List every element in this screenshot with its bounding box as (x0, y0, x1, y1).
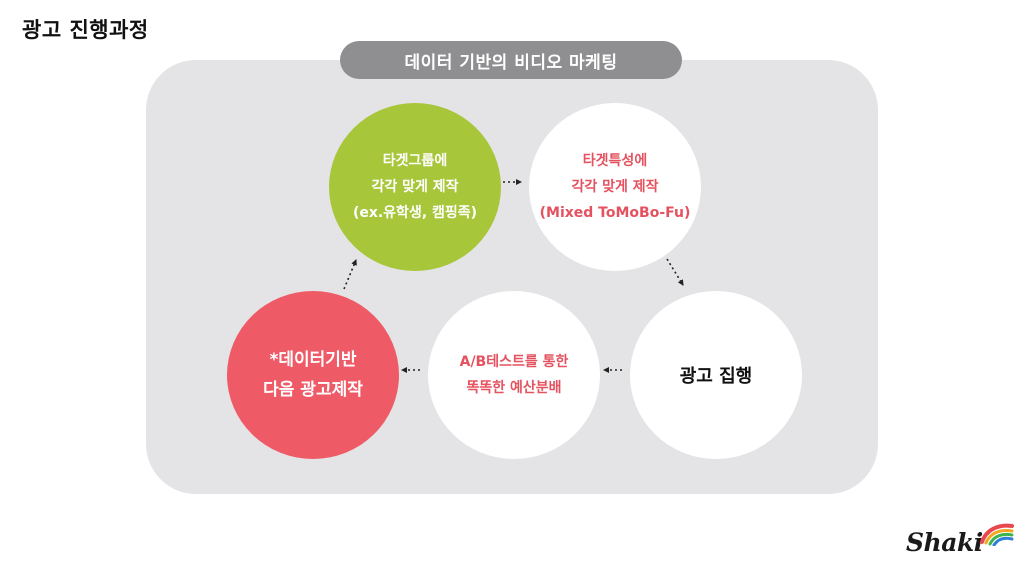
rainbow-swoosh-icon (980, 523, 1014, 546)
arrow-trait-to-execution (666, 258, 684, 286)
step-data-based-circle: *데이터기반 다음 광고제작 (227, 291, 399, 459)
step-data-based-line-1: *데이터기반 (269, 350, 357, 370)
step-target-group-line-1: 타겟그룹에 (382, 153, 448, 169)
step-target-group-line-2: 각각 맞게 제작 (371, 179, 459, 195)
arrow-databased-to-group (343, 259, 357, 290)
page-title: 광고 진행과정 (22, 18, 149, 42)
step-execution-circle: 광고 집행 (630, 291, 802, 459)
step-ab-test-line-1: A/B테스트를 통한 (459, 354, 569, 370)
step-target-group-line-3: (ex.유학생, 캠핑족) (352, 205, 478, 221)
banner: 데이터 기반의 비디오 마케팅 (340, 41, 682, 79)
step-ab-test-circle: A/B테스트를 통한 똑똑한 예산분배 (428, 291, 600, 459)
step-target-trait-line-1: 타겟특성에 (582, 153, 648, 169)
step-execution-line-1: 광고 집행 (679, 366, 753, 387)
step-target-trait-circle: 타겟특성에 각각 맞게 제작 (Mixed ToMoBo-Fu) (529, 103, 701, 271)
step-target-trait-line-2: 각각 맞게 제작 (571, 179, 659, 195)
logo-text: Shaki (906, 528, 983, 557)
step-target-group-circle: 타겟그룹에 각각 맞게 제작 (ex.유학생, 캠핑족) (329, 103, 501, 271)
step-target-trait-line-3: (Mixed ToMoBo-Fu) (539, 205, 691, 221)
step-data-based-line-2: 다음 광고제작 (263, 380, 363, 400)
step-ab-test-line-2: 똑똑한 예산분배 (466, 380, 562, 396)
logo: Shaki (906, 520, 1018, 558)
